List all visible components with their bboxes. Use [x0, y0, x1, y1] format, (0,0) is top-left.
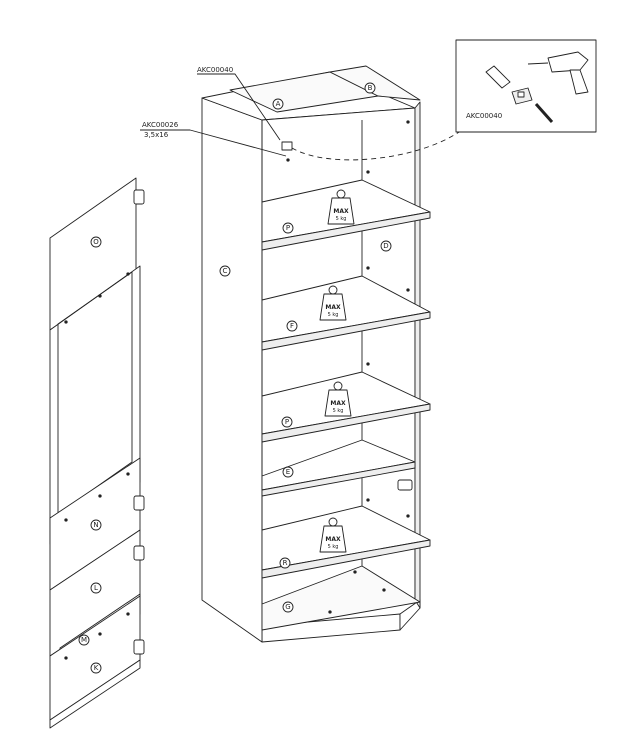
screw-icon [534, 103, 554, 123]
callout-hinge-fixing: AKC00040 [197, 66, 233, 74]
label-e: E [286, 468, 290, 476]
weight-limit-icon-3 [324, 381, 352, 417]
label-p-top: P [286, 224, 290, 232]
weight-kg-4: 5 kg [328, 544, 339, 550]
label-f: F [290, 322, 294, 330]
top-panel-b [329, 65, 421, 101]
part-label-circles [78, 82, 392, 674]
weight-max-1: MAX [333, 208, 349, 215]
label-n: N [93, 521, 98, 529]
label-r: R [283, 559, 288, 567]
hanging-bracket-icon [511, 87, 533, 105]
hardware-inset [455, 39, 597, 133]
weight-kg-2: 5 kg [328, 312, 339, 318]
label-l: L [94, 584, 98, 592]
label-o: O [93, 238, 99, 246]
door-k [49, 595, 141, 729]
cabinet-side-panel-c [201, 97, 263, 643]
label-b: B [368, 84, 373, 92]
label-m: M [81, 636, 87, 644]
weight-kg-1: 5 kg [336, 216, 347, 222]
drill-icon [527, 51, 589, 95]
callout-inset-part: AKC00040 [466, 112, 502, 120]
hinge-bracket-icon [397, 479, 413, 491]
weight-max-2: MAX [325, 304, 341, 311]
label-p-middle: P [285, 418, 289, 426]
cabinet [201, 65, 431, 643]
weight-limit-icon-2 [319, 285, 347, 321]
weight-max-3: MAX [330, 400, 346, 407]
callout-screw-code: AKC00026 [142, 121, 179, 129]
label-a: A [276, 100, 281, 108]
weight-limit-icon-1 [327, 189, 355, 225]
weight-limit-icon-4 [319, 517, 347, 553]
label-k: K [94, 664, 99, 672]
label-g: G [285, 603, 290, 611]
door-hinge-icon [133, 189, 145, 655]
label-d: D [383, 242, 388, 250]
callout-screw-size: 3,5x16 [144, 131, 169, 139]
weight-max-4: MAX [325, 536, 341, 543]
label-c: C [223, 267, 228, 275]
wall-plug-icon [485, 65, 511, 89]
bottom-panel-g [261, 565, 421, 631]
weight-kg-3: 5 kg [333, 408, 344, 414]
